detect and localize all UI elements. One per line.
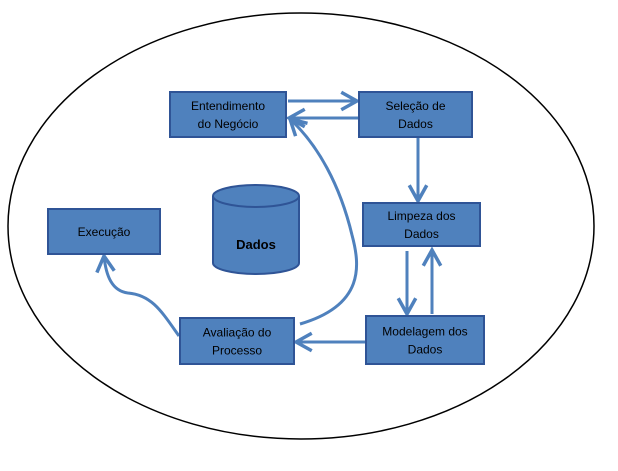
node-label-avaliacao-line-2: Processo xyxy=(212,344,262,358)
node-box-limpeza xyxy=(362,202,481,247)
node-label-limpeza-line-1: Limpeza dos xyxy=(387,209,455,223)
node-box-execucao xyxy=(47,208,161,255)
node-label-selecao-line-2: Dados xyxy=(398,117,433,131)
node-label-entendimento-line-1: Entendimento xyxy=(191,99,265,113)
outer-ellipse xyxy=(7,12,595,440)
node-box-avaliacao xyxy=(179,317,295,365)
node-label-execucao-line-1: Execução xyxy=(78,225,131,239)
node-label-avaliacao-line-1: Avaliação do xyxy=(203,326,272,340)
cylinder-label: Dados xyxy=(236,237,276,252)
node-box-selecao xyxy=(358,91,473,138)
node-selecao: Seleção de Dados xyxy=(358,91,473,138)
node-box-entendimento xyxy=(169,91,287,138)
cylinder-body xyxy=(212,196,300,275)
edges-layer xyxy=(104,101,432,342)
arrow-avaliacao-to-entendimento xyxy=(290,119,359,326)
node-label-entendimento-line-2: do Negócio xyxy=(198,117,259,131)
node-label-selecao-line-1: Seleção de xyxy=(385,99,445,113)
cylinder-top xyxy=(212,184,300,208)
node-execucao: Execução xyxy=(47,208,161,255)
node-label-modelagem-line-1: Modelagem dos xyxy=(382,325,467,339)
node-avaliacao: Avaliação do Processo xyxy=(179,317,295,365)
arrow-avaliacao-to-execucao xyxy=(104,256,181,337)
node-entendimento: Entendimento do Negócio xyxy=(169,91,287,138)
node-box-modelagem xyxy=(365,315,485,365)
node-label-limpeza-line-2: Dados xyxy=(404,227,439,241)
node-label-modelagem-line-2: Dados xyxy=(408,343,443,357)
database-cylinder: Dados xyxy=(212,184,300,275)
